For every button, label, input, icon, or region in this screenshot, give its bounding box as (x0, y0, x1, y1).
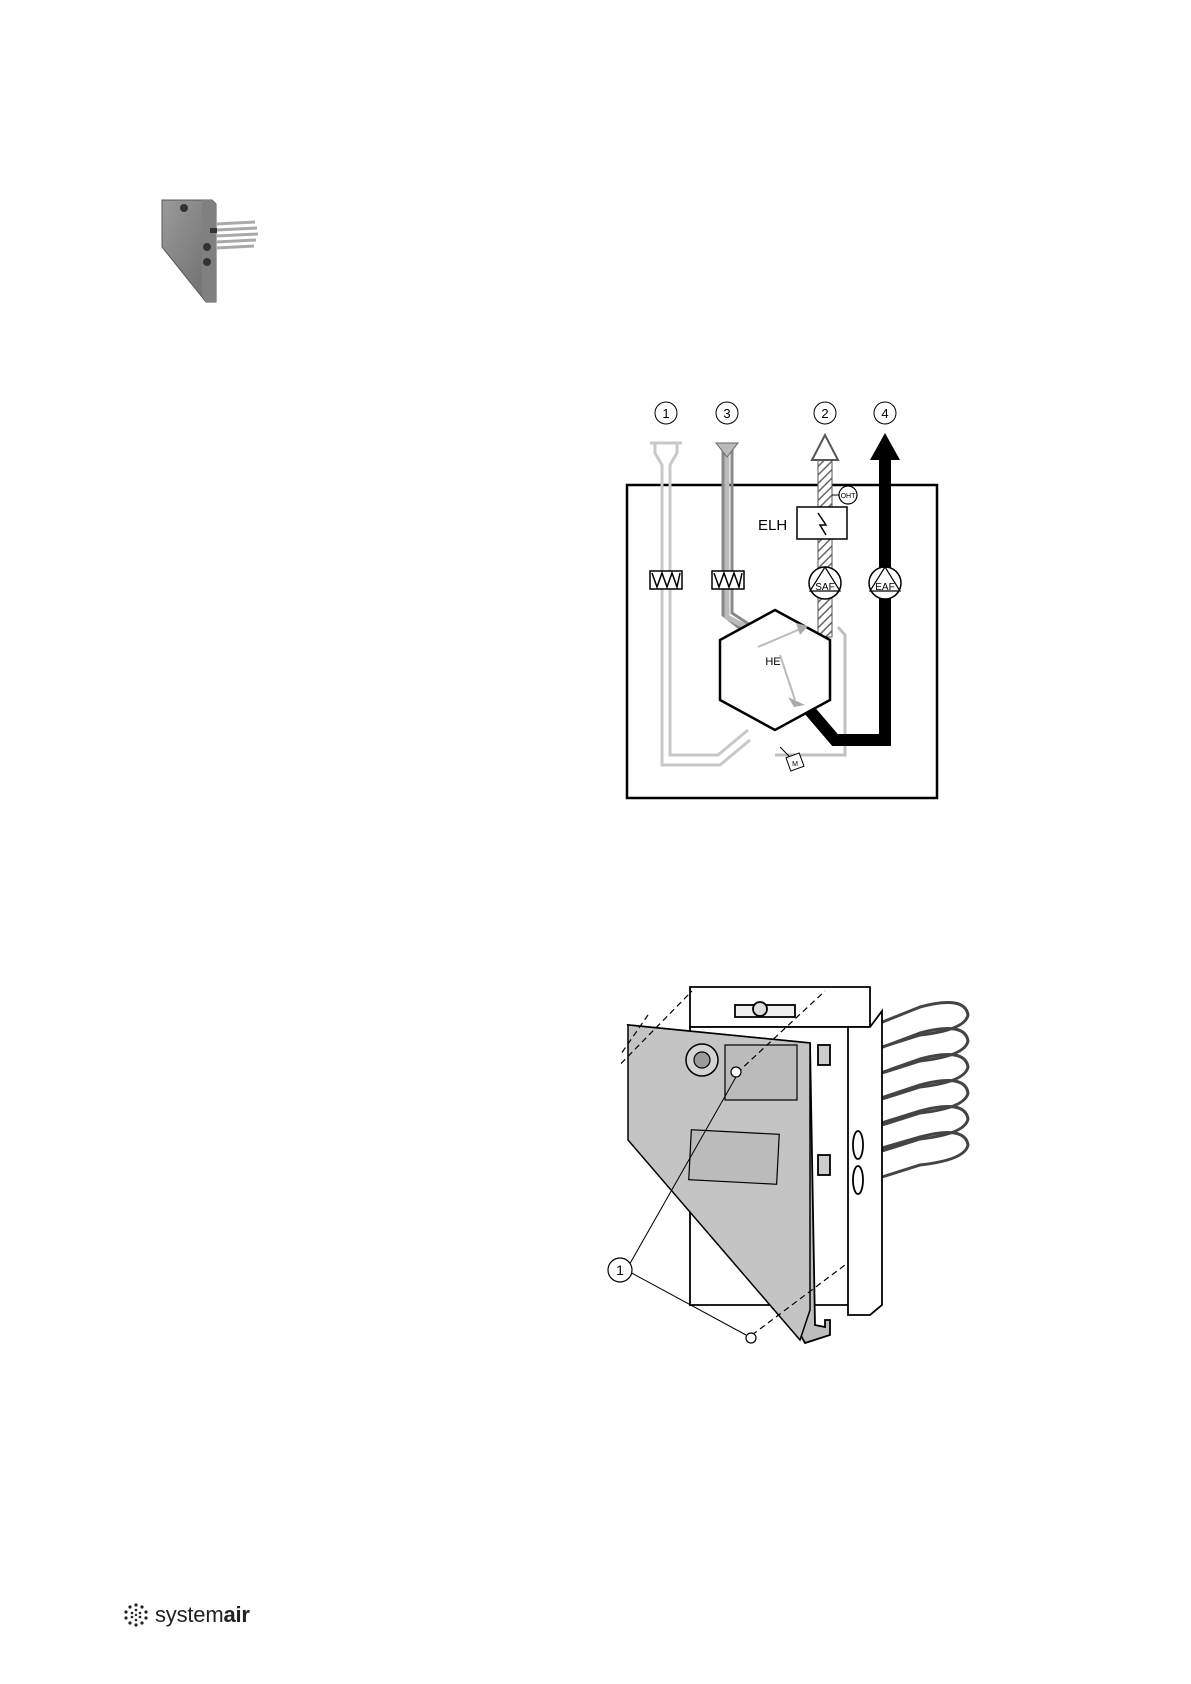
brand-logo: systemair (123, 1600, 250, 1630)
callout-2: 2 (814, 402, 836, 424)
svg-text:4: 4 (881, 406, 888, 421)
flow-outdoor-air (650, 443, 750, 765)
install-callout-1: 1 (605, 1255, 635, 1285)
heating-elements (875, 1003, 968, 1178)
filter-outdoor (650, 571, 682, 589)
svg-text:M: M (792, 761, 798, 768)
systemair-dot-logo-icon (123, 1602, 149, 1628)
callout-1: 1 (655, 402, 677, 424)
svg-text:ELH: ELH (758, 517, 787, 534)
callout-3: 3 (716, 402, 738, 424)
flow-extract-air (716, 443, 750, 630)
overheat-sensor: OHT (832, 486, 857, 504)
extract-fan: EAF (869, 567, 901, 599)
svg-text:HE: HE (765, 656, 780, 668)
filter-extract (712, 571, 744, 589)
callout-4: 4 (874, 402, 896, 424)
heater-product-photo (140, 192, 275, 307)
supply-fan: SAF (809, 567, 841, 599)
svg-text:SAF: SAF (815, 582, 834, 593)
electric-heater-elh: ELH (758, 507, 847, 539)
svg-text:3: 3 (723, 406, 730, 421)
svg-text:EAF: EAF (875, 582, 894, 593)
air-flow-diagram: 1 3 2 4 (600, 395, 960, 815)
svg-text:1: 1 (616, 1262, 624, 1278)
svg-text:OHT: OHT (841, 493, 857, 500)
cover-removal-drawing (620, 975, 1080, 1455)
brand-name: systemair (155, 1602, 250, 1628)
svg-text:2: 2 (821, 406, 828, 421)
svg-text:1: 1 (662, 406, 669, 421)
rotor-motor: M (780, 747, 804, 771)
